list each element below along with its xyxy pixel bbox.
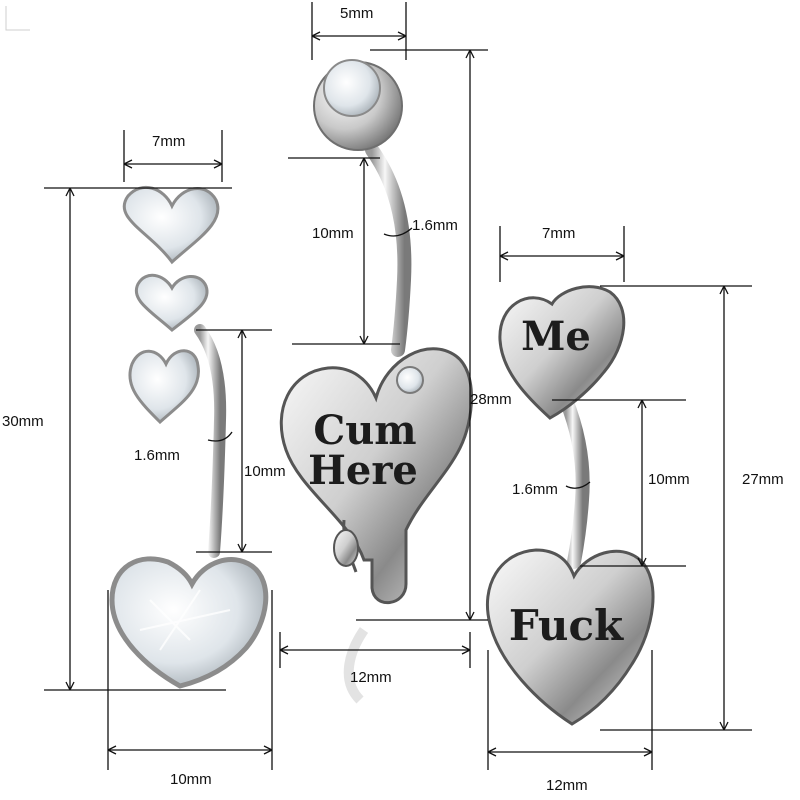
right-bar-length-label: 10mm — [648, 471, 690, 488]
middle-total-length-label: 28mm — [470, 391, 512, 408]
left-heart-bottom — [109, 556, 269, 689]
middle-ball-size-label: 5mm — [340, 5, 374, 22]
right-bottom-width-label: 12mm — [546, 777, 588, 794]
middle-reflection — [343, 627, 369, 704]
middle-gauge-label: 1.6mm — [412, 217, 458, 234]
middle-heart-gem — [396, 366, 424, 394]
middle-heart-width-label: 12mm — [350, 669, 392, 686]
right-heart-bottom — [485, 548, 655, 726]
right-gauge-label: 1.6mm — [512, 481, 558, 498]
middle-bar-length-label: 10mm — [312, 225, 354, 242]
middle-engraving-line2: Here — [308, 447, 418, 494]
left-heart-middle — [134, 273, 209, 332]
left-heart-top — [122, 185, 220, 265]
right-bottom-engraving: Fuck — [509, 601, 624, 650]
dimension-lines — [44, 2, 752, 770]
middle-top-gem — [323, 59, 381, 117]
right-heart-top — [498, 285, 626, 420]
right-total-length-label: 27mm — [742, 471, 784, 488]
right-top-width-label: 7mm — [542, 225, 576, 242]
middle-bar — [365, 143, 412, 357]
corner-mark — [5, 6, 30, 31]
middle-heart — [279, 347, 473, 605]
left-width-bottom-label: 10mm — [170, 771, 212, 788]
left-heart-facets — [139, 589, 231, 651]
right-top-engraving: Me — [521, 313, 591, 360]
middle-engraving-line1: Cum — [313, 407, 416, 454]
left-heart-lower — [128, 349, 200, 425]
middle-piece: Cum Here — [279, 59, 473, 704]
right-piece: Me Fuck — [485, 285, 655, 726]
left-bar-length-label: 10mm — [244, 463, 286, 480]
left-gauge-label: 1.6mm — [134, 447, 180, 464]
left-bar — [194, 324, 227, 558]
left-total-length-label: 30mm — [2, 413, 44, 430]
middle-drip-drop — [333, 529, 359, 567]
left-piece — [109, 185, 269, 689]
right-bar — [559, 393, 590, 569]
left-width-top-label: 7mm — [152, 133, 186, 150]
